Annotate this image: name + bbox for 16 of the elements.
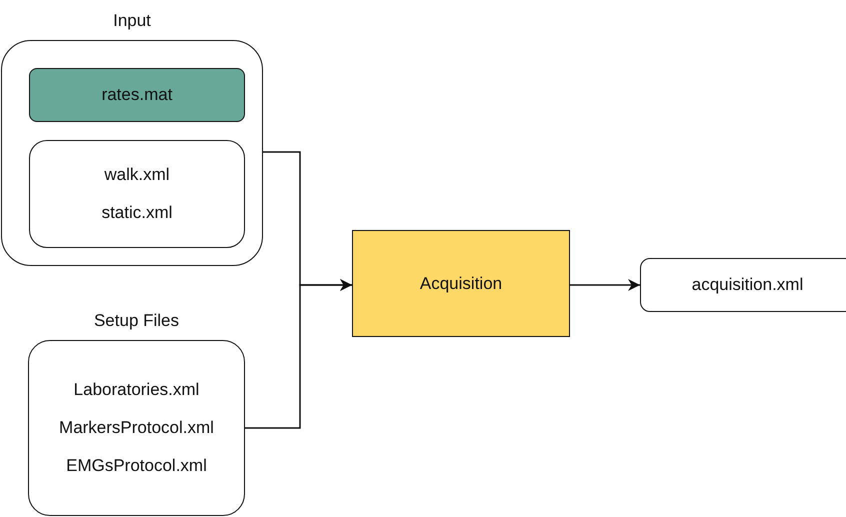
file-name: static.xml <box>102 203 172 223</box>
arrow <box>245 279 352 429</box>
file-name: walk.xml <box>104 165 170 185</box>
process-box <box>352 230 570 337</box>
file-name: Acquisition <box>420 274 502 294</box>
file-name: rates.mat <box>102 85 172 105</box>
group-heading: Input <box>112 11 152 31</box>
arrow <box>570 279 640 291</box>
file-box <box>640 258 846 312</box>
file-name: EMGsProtocol.xml <box>66 456 207 476</box>
file-box <box>29 140 245 248</box>
file-name: Laboratories.xml <box>74 380 200 400</box>
file-box <box>29 68 245 122</box>
group-heading: Setup Files <box>92 311 180 331</box>
file-name: acquisition.xml <box>692 275 804 295</box>
file-name: MarkersProtocol.xml <box>59 418 214 438</box>
